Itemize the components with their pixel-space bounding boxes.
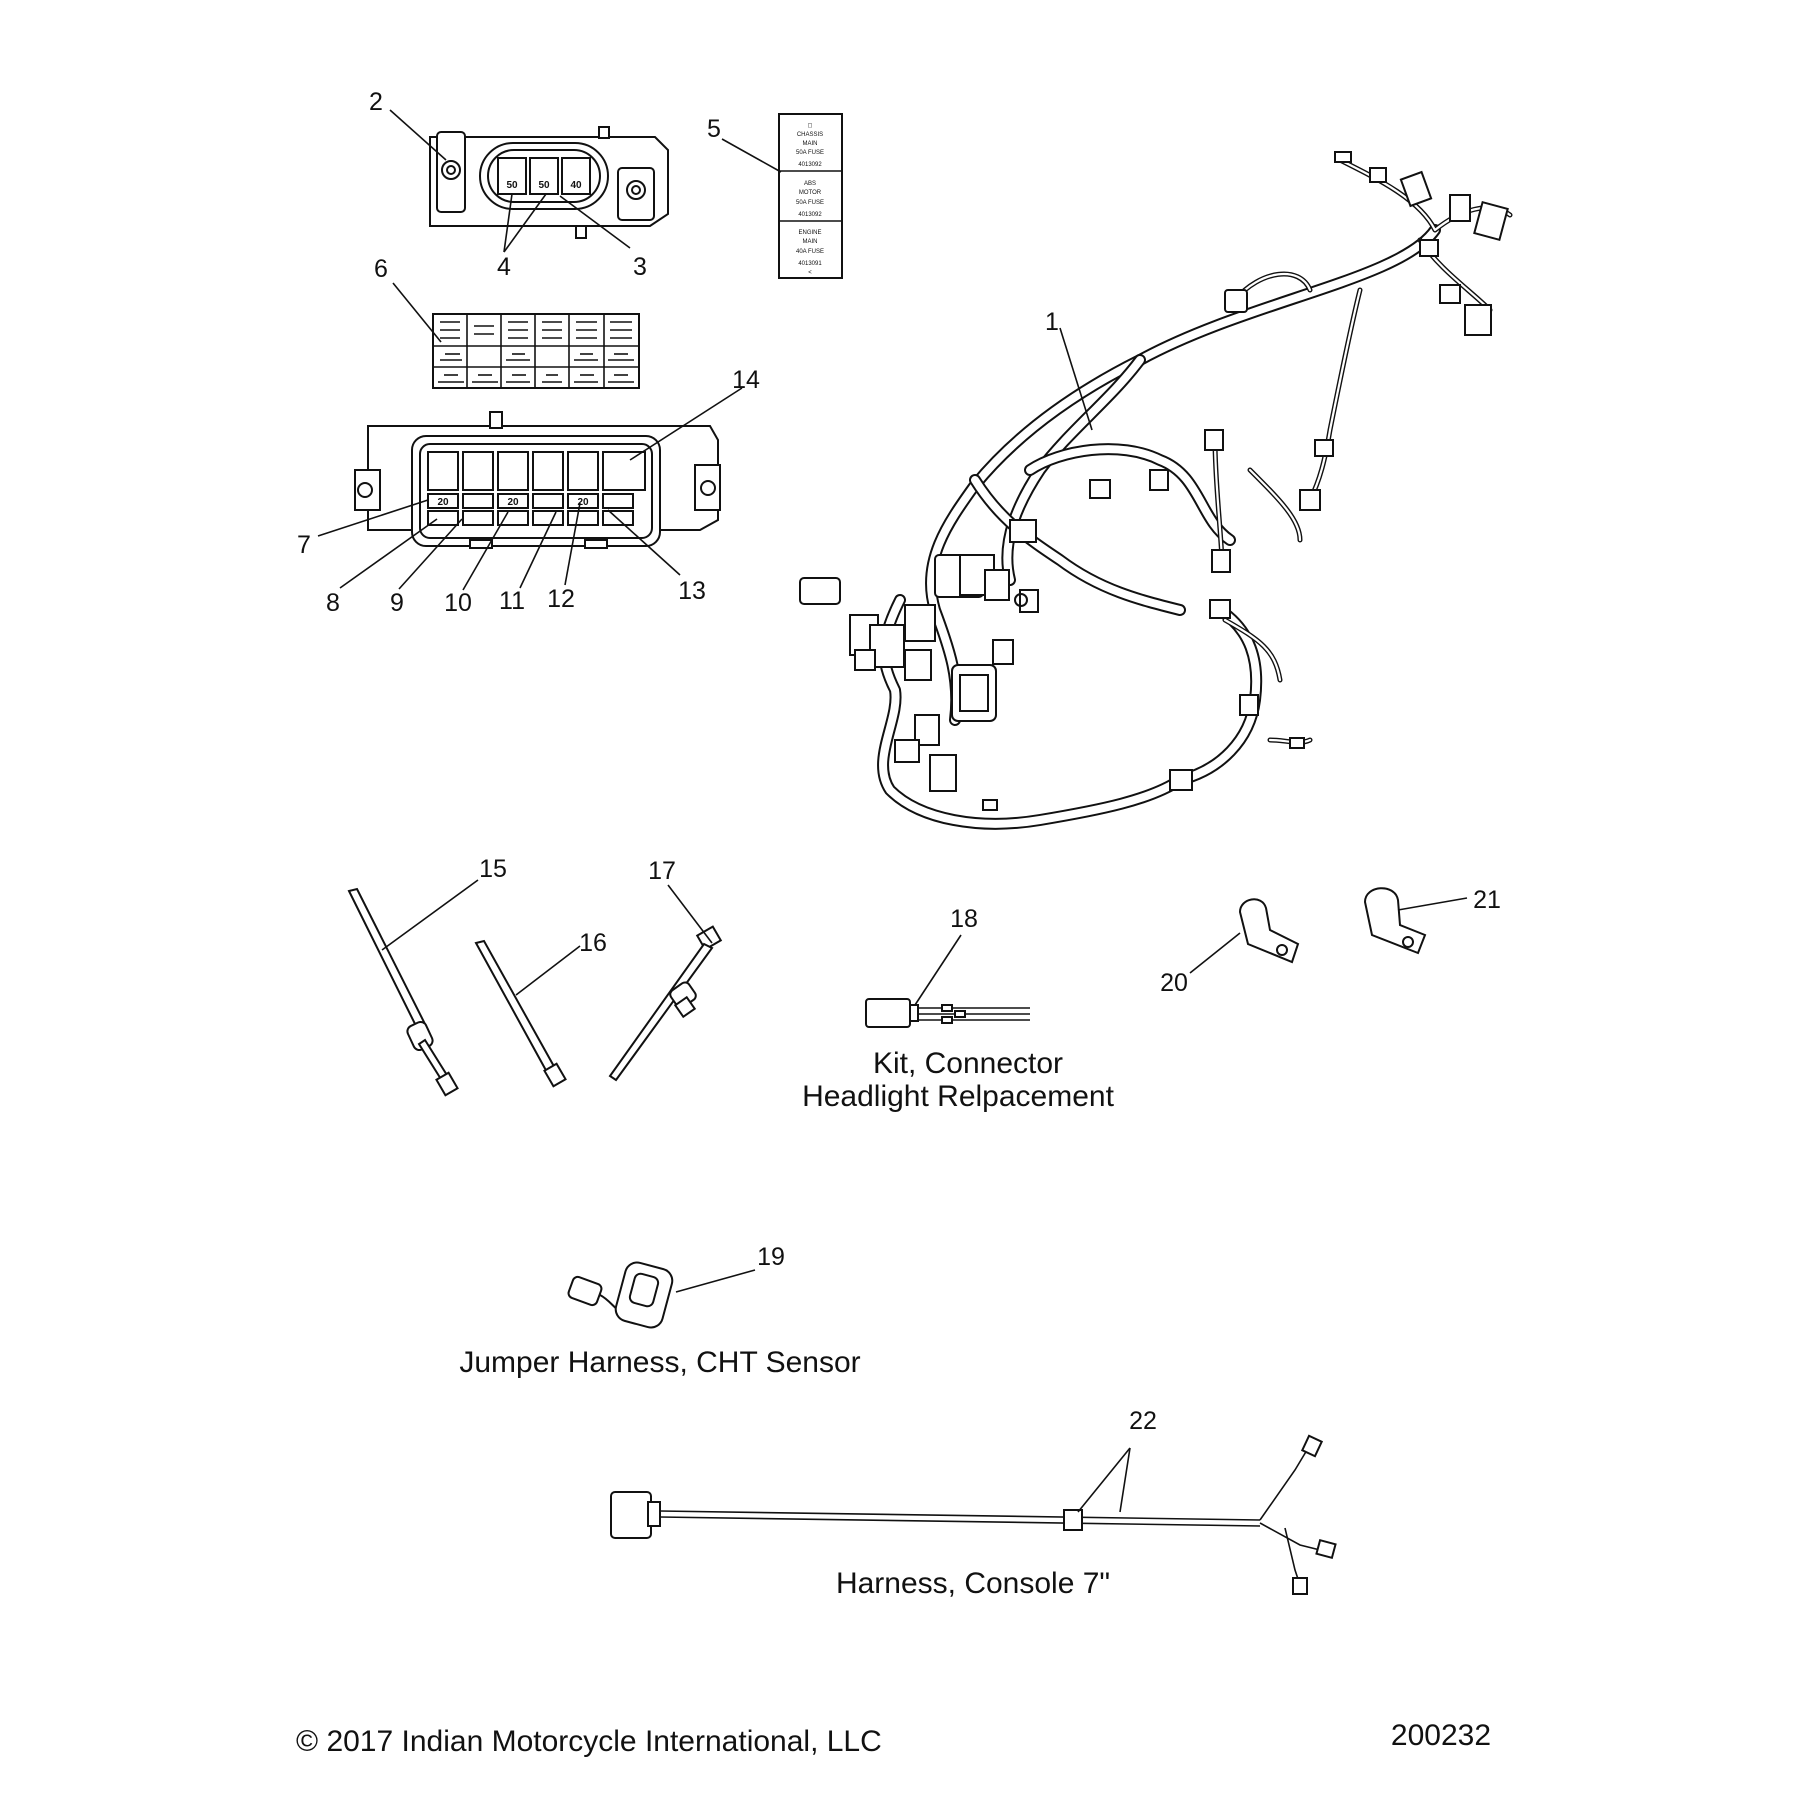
clamp-21 bbox=[1363, 887, 1468, 955]
fuse-label-abs-3: 50A FUSE bbox=[796, 200, 824, 206]
callout-3: 3 bbox=[633, 253, 647, 281]
callout-18: 18 bbox=[950, 905, 978, 933]
fuse-label-chassis-pn: 4013092 bbox=[798, 162, 822, 168]
headlight-connector-kit bbox=[865, 934, 1030, 1028]
caption-headlight-replacement: Headlight Relpacement bbox=[802, 1080, 1115, 1113]
fuse-label-chassis-3: 50A FUSE bbox=[796, 150, 824, 156]
cable-tie-17 bbox=[608, 884, 723, 1082]
fuse-label-chassis-2: MAIN bbox=[803, 141, 818, 147]
callout-4: 4 bbox=[497, 253, 511, 281]
fuse-label-engine-mark: < bbox=[808, 270, 812, 276]
callout-15: 15 bbox=[479, 855, 507, 883]
callout-2: 2 bbox=[369, 88, 383, 116]
relay-fuse-box: 20 20 20 bbox=[317, 387, 743, 591]
callout-21: 21 bbox=[1473, 886, 1501, 914]
fuse-label-abs-1: ABS bbox=[804, 181, 816, 187]
callout-20: 20 bbox=[1160, 969, 1188, 997]
callout-numbers: 1 2 3 4 5 6 7 8 9 10 11 12 13 14 15 16 1… bbox=[297, 88, 1501, 1435]
relay-label-decal bbox=[392, 282, 640, 389]
caption-kit-connector: Kit, Connector bbox=[873, 1047, 1063, 1080]
relay-value-1: 20 bbox=[437, 497, 449, 508]
fuse-label-engine-2: MAIN bbox=[803, 239, 818, 245]
cht-jumper-harness bbox=[567, 1261, 756, 1329]
callout-17: 17 bbox=[648, 857, 676, 885]
diagram-id: 200232 bbox=[1391, 1719, 1491, 1752]
callout-1: 1 bbox=[1045, 308, 1059, 336]
callout-11: 11 bbox=[499, 587, 525, 615]
callout-10: 10 bbox=[444, 589, 472, 617]
cable-tie-16 bbox=[474, 939, 581, 1088]
relay-value-2: 20 bbox=[507, 497, 519, 508]
fuse-label-engine-pn: 4013091 bbox=[798, 261, 822, 267]
callout-6: 6 bbox=[374, 255, 388, 283]
fuse-label-abs-2: MOTOR bbox=[799, 190, 822, 196]
main-wiring-harness bbox=[799, 151, 1513, 830]
callout-7: 7 bbox=[297, 531, 311, 559]
main-fuse-block: 50 50 40 bbox=[389, 109, 669, 253]
copyright-text: © 2017 Indian Motorcycle International, … bbox=[296, 1725, 882, 1758]
callout-9: 9 bbox=[390, 589, 404, 617]
relay-value-3: 20 bbox=[577, 497, 589, 508]
fuse-label-chassis-mark: ◻ bbox=[808, 123, 813, 129]
fuse-label-decal: ◻ CHASSIS MAIN 50A FUSE 4013092 ABS MOTO… bbox=[721, 113, 843, 279]
fuse-value-2: 50 bbox=[538, 180, 550, 191]
callout-16: 16 bbox=[579, 929, 607, 957]
callout-14: 14 bbox=[732, 366, 760, 394]
callout-22: 22 bbox=[1129, 1407, 1157, 1435]
fuse-label-engine-1: ENGINE bbox=[798, 230, 821, 236]
clamp-20 bbox=[1189, 898, 1300, 974]
cable-tie-15 bbox=[347, 879, 479, 1097]
caption-console-harness: Harness, Console 7" bbox=[836, 1567, 1110, 1600]
console-harness bbox=[610, 1434, 1337, 1595]
fuse-label-chassis-1: CHASSIS bbox=[797, 132, 823, 138]
caption-jumper-harness: Jumper Harness, CHT Sensor bbox=[459, 1346, 860, 1379]
callout-5: 5 bbox=[707, 115, 721, 143]
fuse-label-abs-pn: 4013092 bbox=[798, 212, 822, 218]
callout-13: 13 bbox=[678, 577, 706, 605]
callout-8: 8 bbox=[326, 589, 340, 617]
fuse-value-3: 40 bbox=[570, 180, 582, 191]
callout-12: 12 bbox=[547, 585, 575, 613]
callout-19: 19 bbox=[757, 1243, 785, 1271]
fuse-value-1: 50 bbox=[506, 180, 518, 191]
fuse-label-engine-3: 40A FUSE bbox=[796, 249, 824, 255]
